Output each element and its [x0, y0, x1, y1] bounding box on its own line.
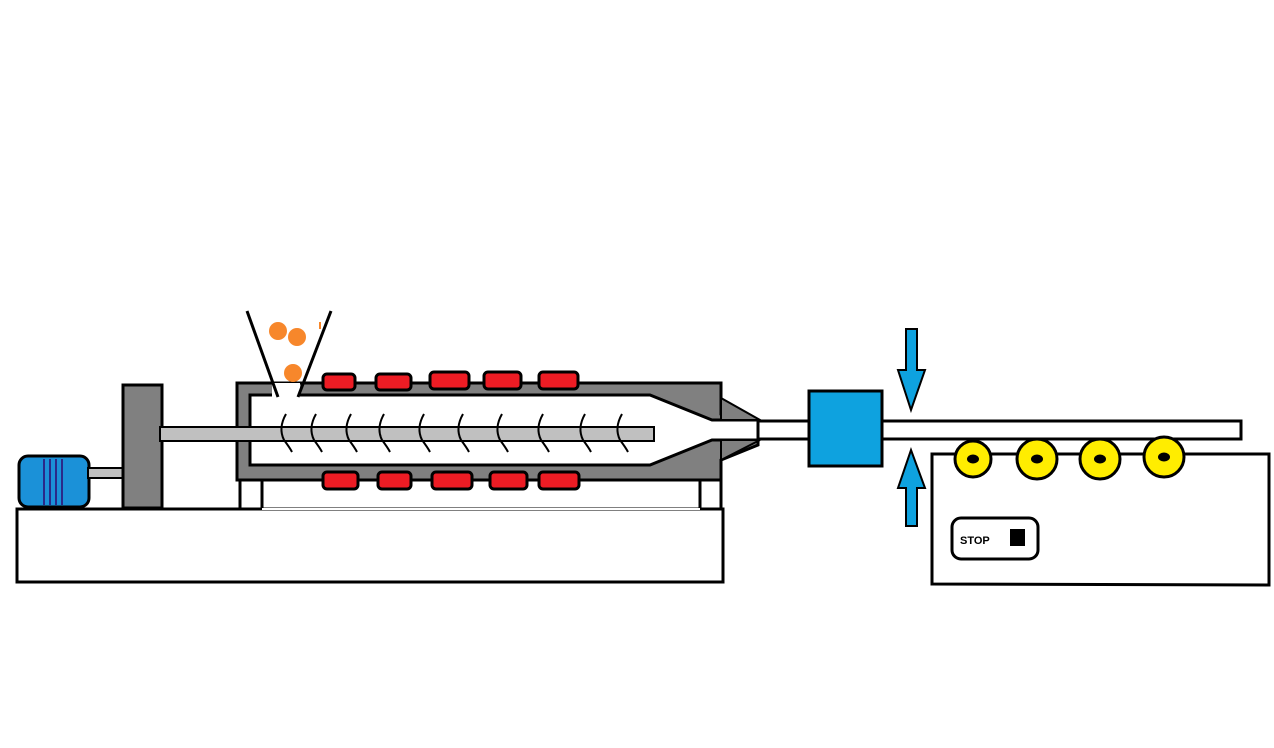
heater-band-icon	[482, 370, 523, 391]
pellet-icon	[319, 322, 321, 329]
arrow-icon	[896, 328, 927, 414]
stop-button[interactable]: STOP	[950, 516, 1040, 561]
air-arrows	[896, 328, 927, 527]
pellet-icon	[269, 322, 287, 340]
die-icon	[720, 396, 764, 462]
hopper-icon	[245, 310, 333, 399]
pellets	[269, 322, 321, 382]
pellet-icon	[284, 364, 302, 382]
cooling-block-icon	[807, 389, 884, 468]
pellet-icon	[288, 328, 306, 346]
arrow-icon	[896, 447, 927, 527]
roller-icon	[1015, 437, 1059, 481]
heater-bands-top	[321, 370, 580, 392]
screw-flights	[280, 413, 629, 453]
motor-icon	[17, 454, 91, 509]
heater-band-icon	[537, 370, 580, 391]
heater-band-icon	[321, 372, 357, 392]
heater-band-icon	[321, 470, 360, 491]
roller-icon	[953, 439, 993, 479]
heater-band-icon	[374, 372, 413, 392]
gearbox-icon	[121, 383, 164, 510]
rollers	[953, 435, 1186, 481]
square-indicator-icon	[1010, 529, 1025, 546]
motor-shaft	[87, 467, 125, 479]
roller-icon	[1142, 435, 1186, 479]
stop-button-label: STOP	[960, 535, 990, 547]
heater-band-icon	[537, 470, 581, 491]
extruder-base	[15, 480, 725, 584]
roller-icon	[1078, 437, 1122, 481]
heater-band-icon	[488, 470, 529, 491]
heater-band-icon	[428, 370, 471, 391]
heater-bands-bottom	[321, 470, 581, 491]
heater-band-icon	[430, 470, 474, 491]
heater-band-icon	[376, 470, 413, 491]
